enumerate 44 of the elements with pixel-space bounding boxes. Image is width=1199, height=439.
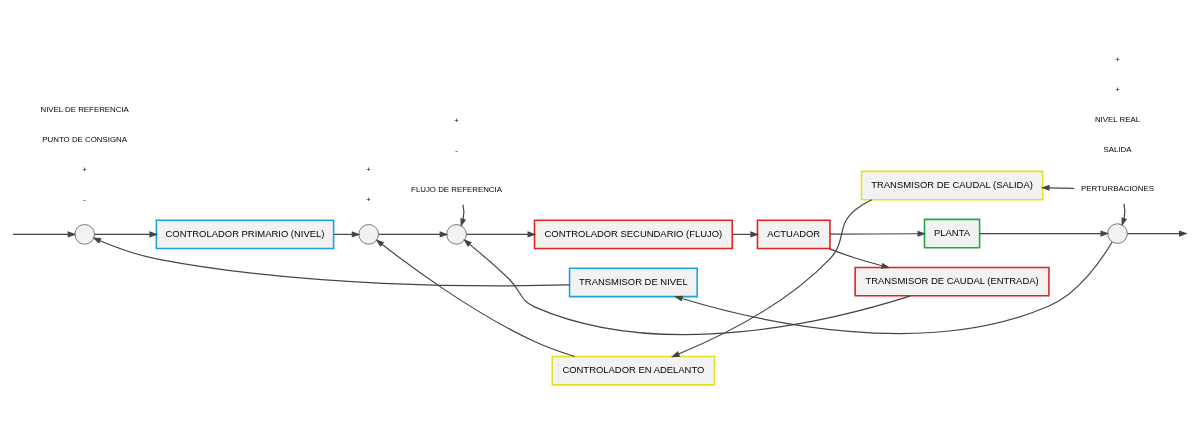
arrow xyxy=(674,240,1113,334)
arrow xyxy=(378,230,449,237)
arrow xyxy=(671,198,873,357)
label: + xyxy=(454,115,459,125)
arrow xyxy=(94,230,159,237)
label: NIVEL REAL xyxy=(1094,114,1141,124)
label: PUNTO DE CONSIGNA xyxy=(42,134,127,144)
node-circle xyxy=(1107,222,1128,244)
arrow xyxy=(1040,184,1075,191)
arrow xyxy=(731,230,760,237)
arrow xyxy=(375,238,576,357)
label: + xyxy=(366,164,371,174)
label: - xyxy=(455,145,458,155)
label: NIVEL DE REFERENCIA xyxy=(40,104,129,114)
node-circle xyxy=(358,223,379,245)
node-box: CONTROLADOR EN ADELANTO xyxy=(551,355,716,386)
node-box: ACTUADOR xyxy=(756,218,831,249)
node-text: PERTURBACIONES xyxy=(1081,183,1154,193)
node-text: FLUJO DE REFERENCIA xyxy=(411,184,502,194)
label: + xyxy=(366,194,371,204)
arrow xyxy=(92,237,571,286)
node-box: CONTROLADOR PRIMARIO (NIVEL) xyxy=(155,218,335,249)
node-box: TRANSMISOR DE CAUDAL (ENTRADA) xyxy=(854,266,1050,297)
arrow xyxy=(1121,202,1128,226)
arrow xyxy=(463,238,912,335)
arrow xyxy=(979,230,1110,237)
node-box: CONTROLADOR SECUNDARIO (FLUJO) xyxy=(533,218,734,249)
arrow xyxy=(465,230,537,237)
node-box: TRANSMISOR DE CAUDAL (SALIDA) xyxy=(860,170,1044,200)
label: + xyxy=(82,164,87,174)
node-box: PLANTA xyxy=(923,218,981,249)
node-circle xyxy=(74,223,95,245)
label: + xyxy=(1115,84,1120,94)
arrow xyxy=(333,230,361,237)
arrow xyxy=(1126,230,1188,237)
arrow xyxy=(12,230,77,237)
arrow xyxy=(828,247,891,269)
node-circle xyxy=(446,223,467,245)
arrow xyxy=(460,203,467,227)
label: - xyxy=(83,194,86,204)
label: SALIDA xyxy=(1103,144,1132,154)
arrow xyxy=(829,230,927,237)
node-box: TRANSMISOR DE NIVEL xyxy=(568,266,698,297)
label: + xyxy=(1115,54,1120,64)
